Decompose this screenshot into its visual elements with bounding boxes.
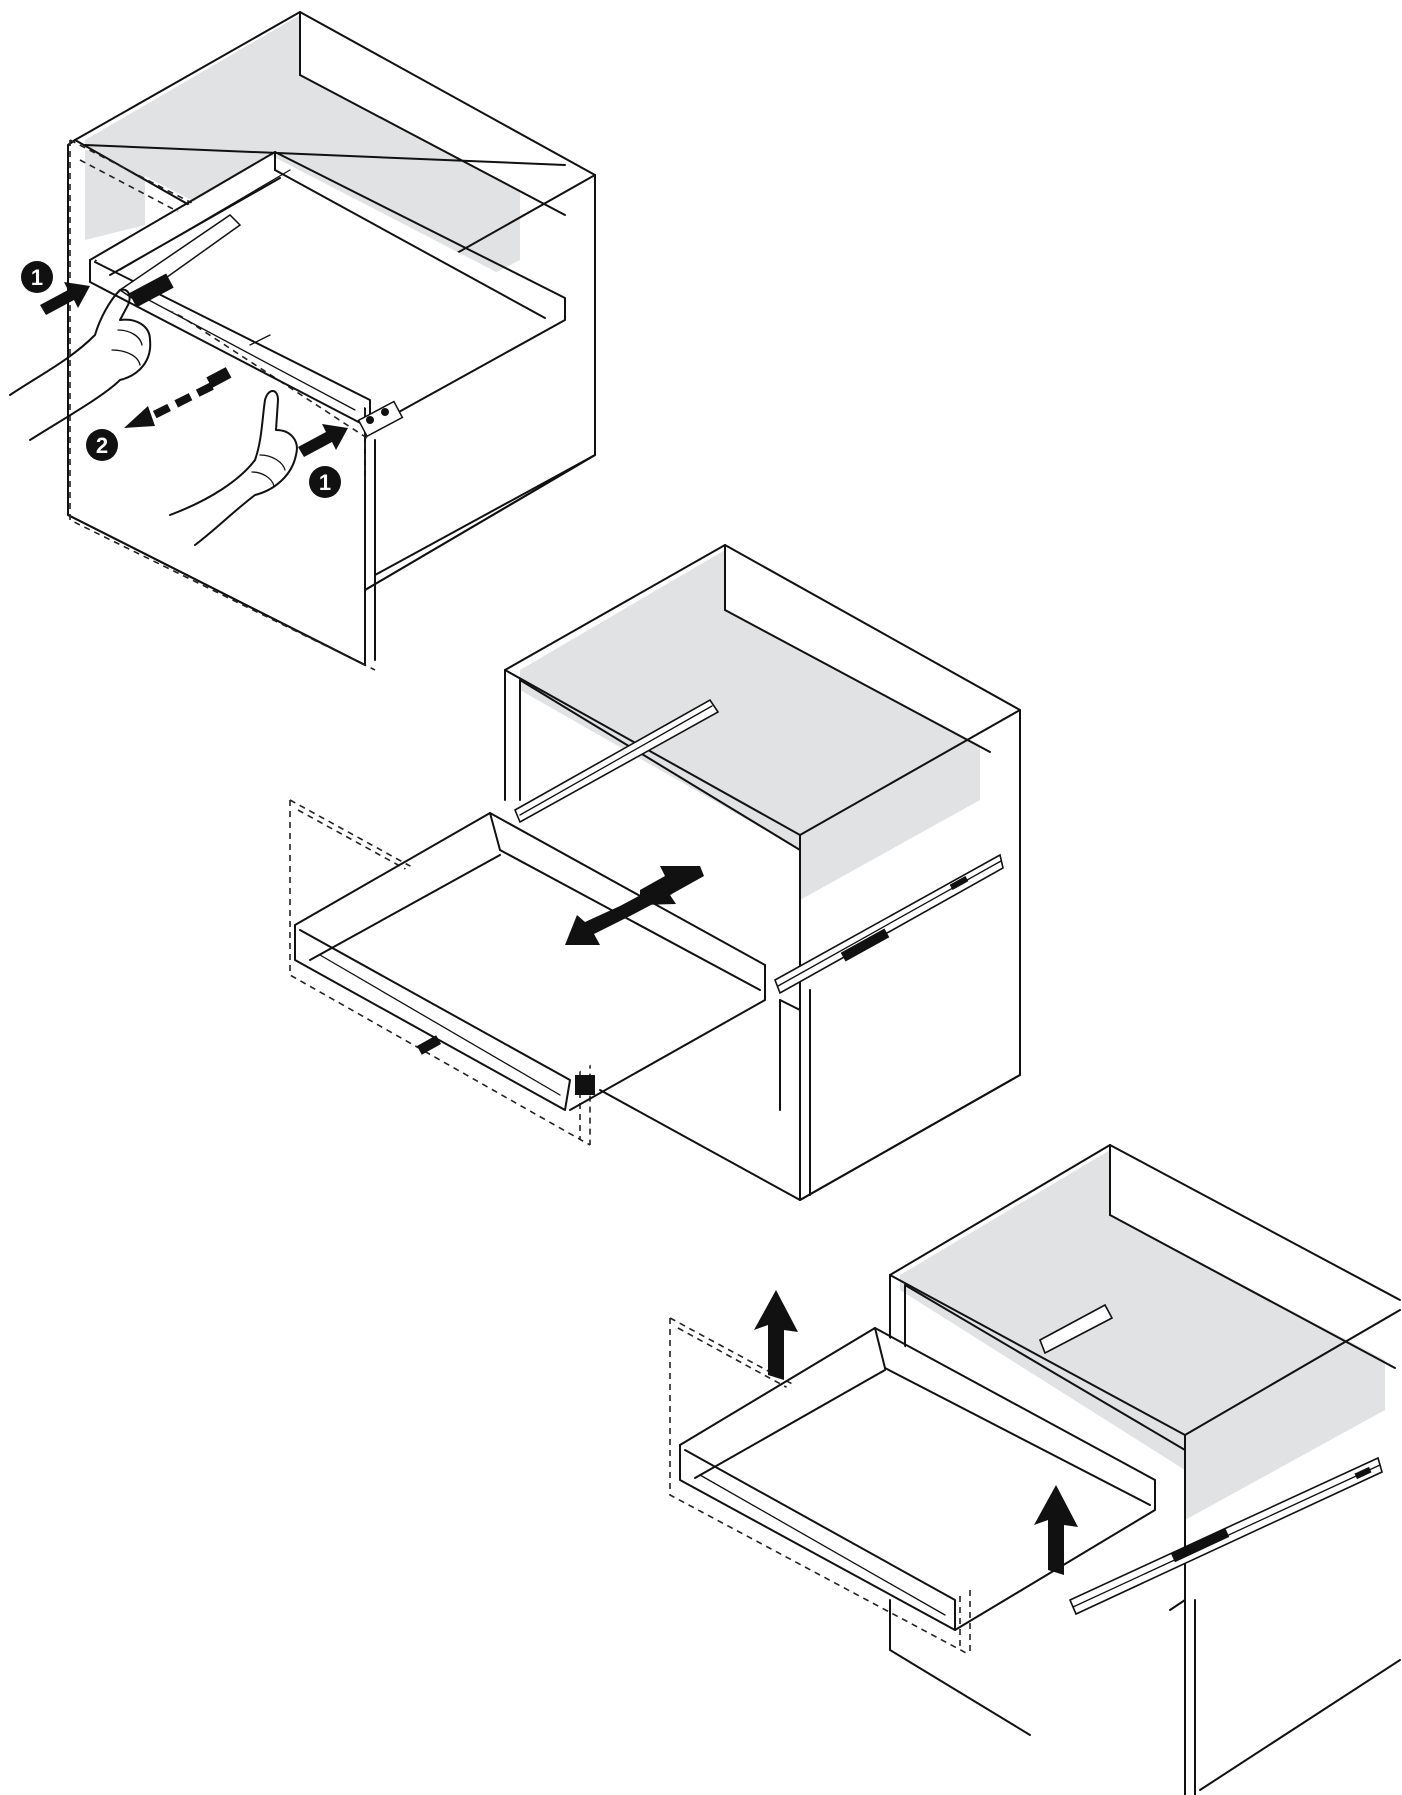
lift-up-arrow-icon bbox=[754, 1290, 798, 1380]
svg-text:1: 1 bbox=[31, 265, 43, 290]
drawer-3 bbox=[679, 1327, 1156, 1631]
panel-step-2 bbox=[289, 544, 1021, 1201]
arrow-icon bbox=[298, 424, 348, 457]
step-badge: 1 bbox=[309, 466, 341, 498]
step-badge: 2 bbox=[86, 429, 118, 461]
cabinet-2 bbox=[504, 544, 1021, 1201]
step-badge: 1 bbox=[21, 261, 53, 293]
pull-out-arrow-icon bbox=[565, 866, 704, 945]
dashed-arrow-icon bbox=[124, 382, 214, 428]
arrow-icon bbox=[40, 282, 90, 315]
hand-icon bbox=[169, 390, 298, 546]
svg-text:1: 1 bbox=[319, 470, 331, 495]
svg-text:2: 2 bbox=[96, 433, 108, 458]
panel-step-1: 1 2 1 bbox=[9, 11, 596, 671]
lift-up-arrow-icon bbox=[1034, 1485, 1078, 1575]
panel-step-3 bbox=[669, 1144, 1401, 1795]
hand-icon bbox=[9, 288, 152, 441]
cabinet-1 bbox=[67, 11, 596, 671]
drawer-2 bbox=[294, 812, 766, 1111]
cabinet-3 bbox=[889, 1144, 1401, 1795]
